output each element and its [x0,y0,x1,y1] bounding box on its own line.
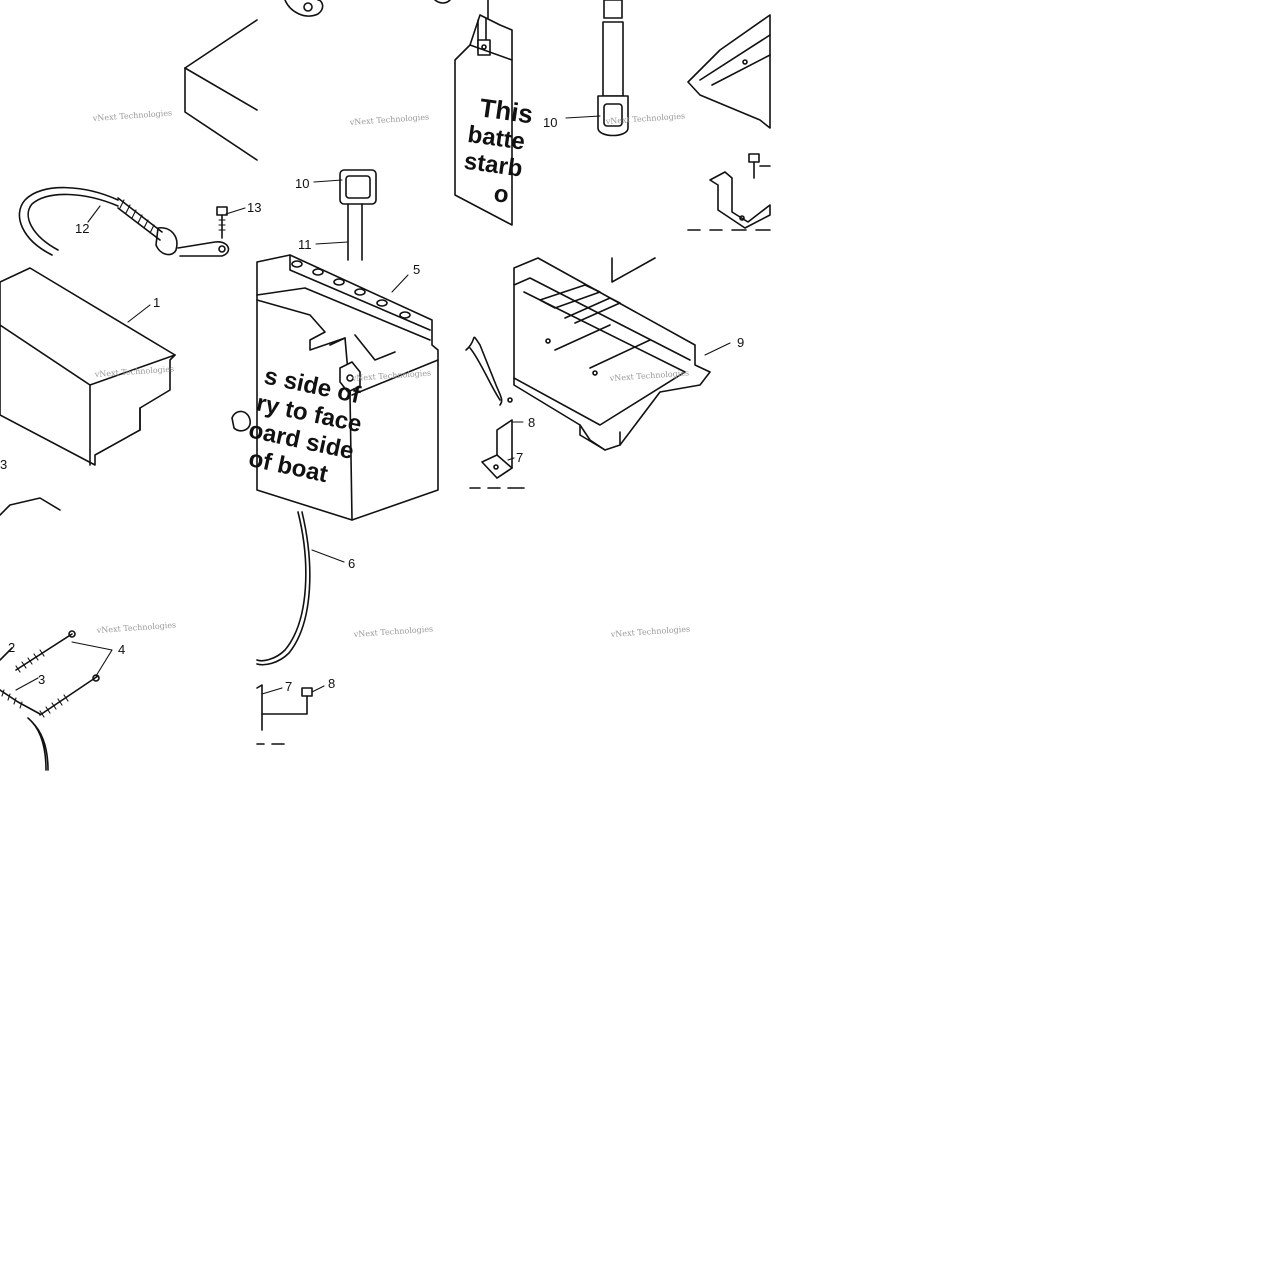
callout-7-upper: 7 [516,450,523,465]
callout-7-lower: 7 [285,679,292,694]
watermark-1: vNext Technologies [92,108,173,123]
callout-10-left: 10 [295,176,309,191]
callout-2: 2 [8,640,15,655]
battery-upper-view [454,0,513,226]
battery-tray-9 [513,257,711,451]
callout-5: 5 [413,262,420,277]
box-corner [611,257,656,283]
callout-6: 6 [348,556,355,571]
watermark-8: vNext Technologies [353,624,434,639]
bracket-7-bolt-8-lower [256,684,313,745]
callout-10-right: 10 [543,115,557,130]
callout-8-upper: 8 [528,415,535,430]
callout-numbers: 1 2 3 3 4 5 6 7 7 8 8 9 10 10 11 12 13 [0,115,744,694]
watermark-7: vNext Technologies [96,620,177,635]
callout-11: 11 [298,237,312,252]
callout-leaders [15,115,731,695]
bolts-2-3-4 [0,630,100,771]
battery-5 [231,254,439,521]
callout-8-lower: 8 [328,676,335,691]
watermark-9: vNext Technologies [610,624,691,639]
callout-4: 4 [118,642,125,657]
watermarks: vNext Technologies vNext Technologies vN… [92,108,691,639]
battery-cover-1 [0,267,176,466]
callout-13: 13 [247,200,261,215]
callout-12: 12 [75,221,89,236]
callout-3-left: 3 [0,457,7,472]
battery-strap-10-11 [339,169,377,261]
tray-edge-left [0,497,61,516]
callout-1: 1 [153,295,160,310]
bolt-13 [216,206,228,239]
vent-tube-6 [256,511,311,666]
battery-strap-10-upper [597,0,629,137]
box-top-left [184,19,258,161]
watermark-2: vNext Technologies [349,112,430,127]
bracket-bolt-upper-right [687,153,771,231]
battery-label-top-1: This [478,92,535,129]
battery-cable-12 [18,186,230,257]
callout-3: 3 [38,672,45,687]
battery-label-top-4: o [492,180,510,209]
vent-tube-bracket-upper [465,336,525,489]
terminal-ring-top [284,0,451,17]
callout-9: 9 [737,335,744,350]
battery-tray-upper [687,14,771,129]
